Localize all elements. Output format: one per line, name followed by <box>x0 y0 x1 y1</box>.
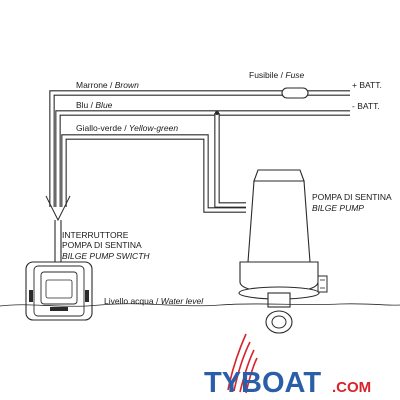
wire-yellow-green <box>61 134 246 213</box>
label-blue-wire: Blu / Blue <box>76 100 113 110</box>
label-yellow-green-wire: Giallo-verde / Yellow-green <box>76 123 178 133</box>
wire-brown <box>49 90 350 207</box>
cable-bundle <box>45 195 71 262</box>
label-fuse: Fusibile / Fuse <box>249 70 305 80</box>
wire-blue <box>55 110 350 207</box>
wire-blue-drop <box>214 113 246 208</box>
label-switch-line2: POMPA DI SENTINA <box>62 240 142 250</box>
label-battery-positive: + BATT. <box>352 80 382 90</box>
bilge-pump-switch-icon <box>25 261 93 321</box>
label-brown-wire: Marrone / Brown <box>76 80 139 90</box>
tyboat-logo: TYBOAT .COM <box>204 333 371 399</box>
logo-suffix: .COM <box>332 379 371 396</box>
label-battery-negative: - BATT. <box>352 101 380 111</box>
water-line <box>0 303 400 307</box>
label-switch-line1: INTERRUTTORE <box>62 230 129 240</box>
label-switch-line3: BILGE PUMP SWICTH <box>62 251 150 261</box>
logo-text: TYBOAT <box>204 367 321 399</box>
label-water-level: Livello acqua / Water level <box>104 296 204 306</box>
label-pump-en: BILGE PUMP <box>312 203 364 213</box>
sail-logo-icon <box>227 333 258 394</box>
fuse-icon <box>281 87 309 99</box>
bilge-pump-icon <box>238 169 328 334</box>
label-pump-it: POMPA DI SENTINA <box>312 192 392 202</box>
junction-dot <box>215 111 219 115</box>
